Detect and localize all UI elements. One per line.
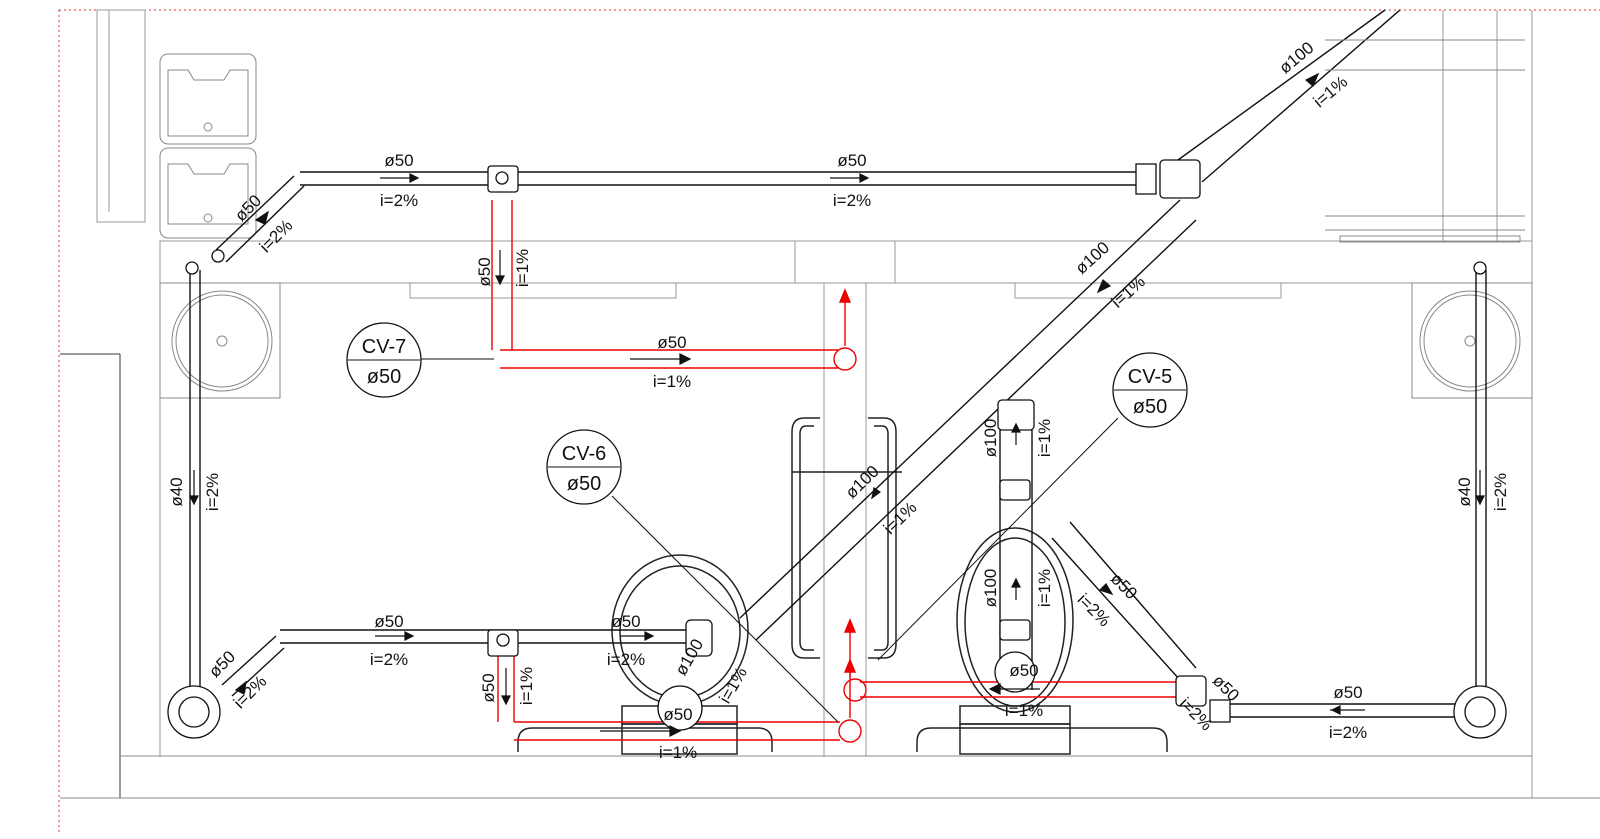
label-right-low-size: ø50 [1333,683,1362,702]
label-stack-low-size: ø100 [842,462,883,503]
towel-rail [791,417,902,659]
tag-cv7-id: CV-7 [362,336,406,358]
tag-cv5: CV-5 ø50 [1112,352,1188,428]
label-top-left-size: ø50 [384,151,413,170]
label-bl-diag-size: ø50 [205,647,239,681]
pipes-red [491,200,1176,743]
right-bench [1325,39,1525,243]
washbasin-top-left [159,53,257,239]
label-wc-diag-slope: i=1% [715,664,751,707]
leader-lines [420,358,1119,723]
label-cv7-slope: i=1% [653,372,691,391]
label-wc-out-size: ø50 [663,705,692,724]
label-left-vert-slope: i=2% [203,473,222,511]
label-vert-a-slope: i=1% [1035,419,1054,457]
label-center-out-size: ø50 [1009,661,1038,680]
label-bottom-mid-size: ø50 [611,612,640,631]
label-vert-b-slope: i=1% [1035,569,1054,607]
label-right-low-slope: i=2% [1329,723,1367,742]
label-stack-mid-slope: i=1% [1108,272,1149,312]
label-bottom-red-slope: i=1% [659,743,697,762]
label-bottom-size: ø50 [374,612,403,631]
tag-cv5-id: CV-5 [1128,366,1172,388]
label-top-right-size: ø50 [837,151,866,170]
tag-cv6-id: CV-6 [562,443,606,465]
pipe-fittings [167,159,1507,739]
pipes-black [189,9,1487,718]
tag-cv7: CV-7 ø50 [346,322,422,398]
label-stack-low-slope: i=1% [880,498,921,538]
drawing-frame [58,9,1600,834]
pipe-labels: ø50 i=2% ø50 i=2% ø50 i=2% ø50 i=1% ø50 … [167,38,1510,762]
tag-cv6: CV-6 ø50 [546,429,622,505]
basin-left [159,282,281,399]
label-stack-top-size: ø100 [1276,38,1318,77]
wall-outlines [60,9,1600,799]
label-stack-mid-size: ø100 [1072,238,1114,278]
label-cv5-diag-slope: i=2% [1074,590,1115,631]
label-bottom-mid-slope: i=2% [607,650,645,669]
label-top-right-slope: i=2% [833,191,871,210]
label-bottom-slope: i=2% [370,650,408,669]
label-left-vert-size: ø40 [167,477,186,506]
label-top-left-slope: i=2% [380,191,418,210]
flow-arrows [189,72,1485,737]
label-right-vert-size: ø40 [1455,477,1474,506]
label-bdrop-size: ø50 [479,673,498,702]
label-vert-a-size: ø100 [981,419,1000,458]
basin-right [1411,282,1533,399]
label-right-vert-slope: i=2% [1491,473,1510,511]
label-cv7-size: ø50 [657,333,686,352]
label-center-out-slope: i=1% [1005,701,1043,720]
label-drop-slope: i=1% [513,249,532,287]
toilet-right [916,527,1168,755]
tag-cv7-size: ø50 [367,366,401,388]
tag-cv6-size: ø50 [567,473,601,495]
label-wc-diag-size: ø100 [671,636,707,679]
label-bdrop-slope: i=1% [517,667,536,705]
label-drop-size: ø50 [475,257,494,286]
tag-cv5-size: ø50 [1133,396,1167,418]
label-bl-diag-slope: i=2% [230,672,271,713]
label-vert-b-size: ø100 [981,569,1000,608]
